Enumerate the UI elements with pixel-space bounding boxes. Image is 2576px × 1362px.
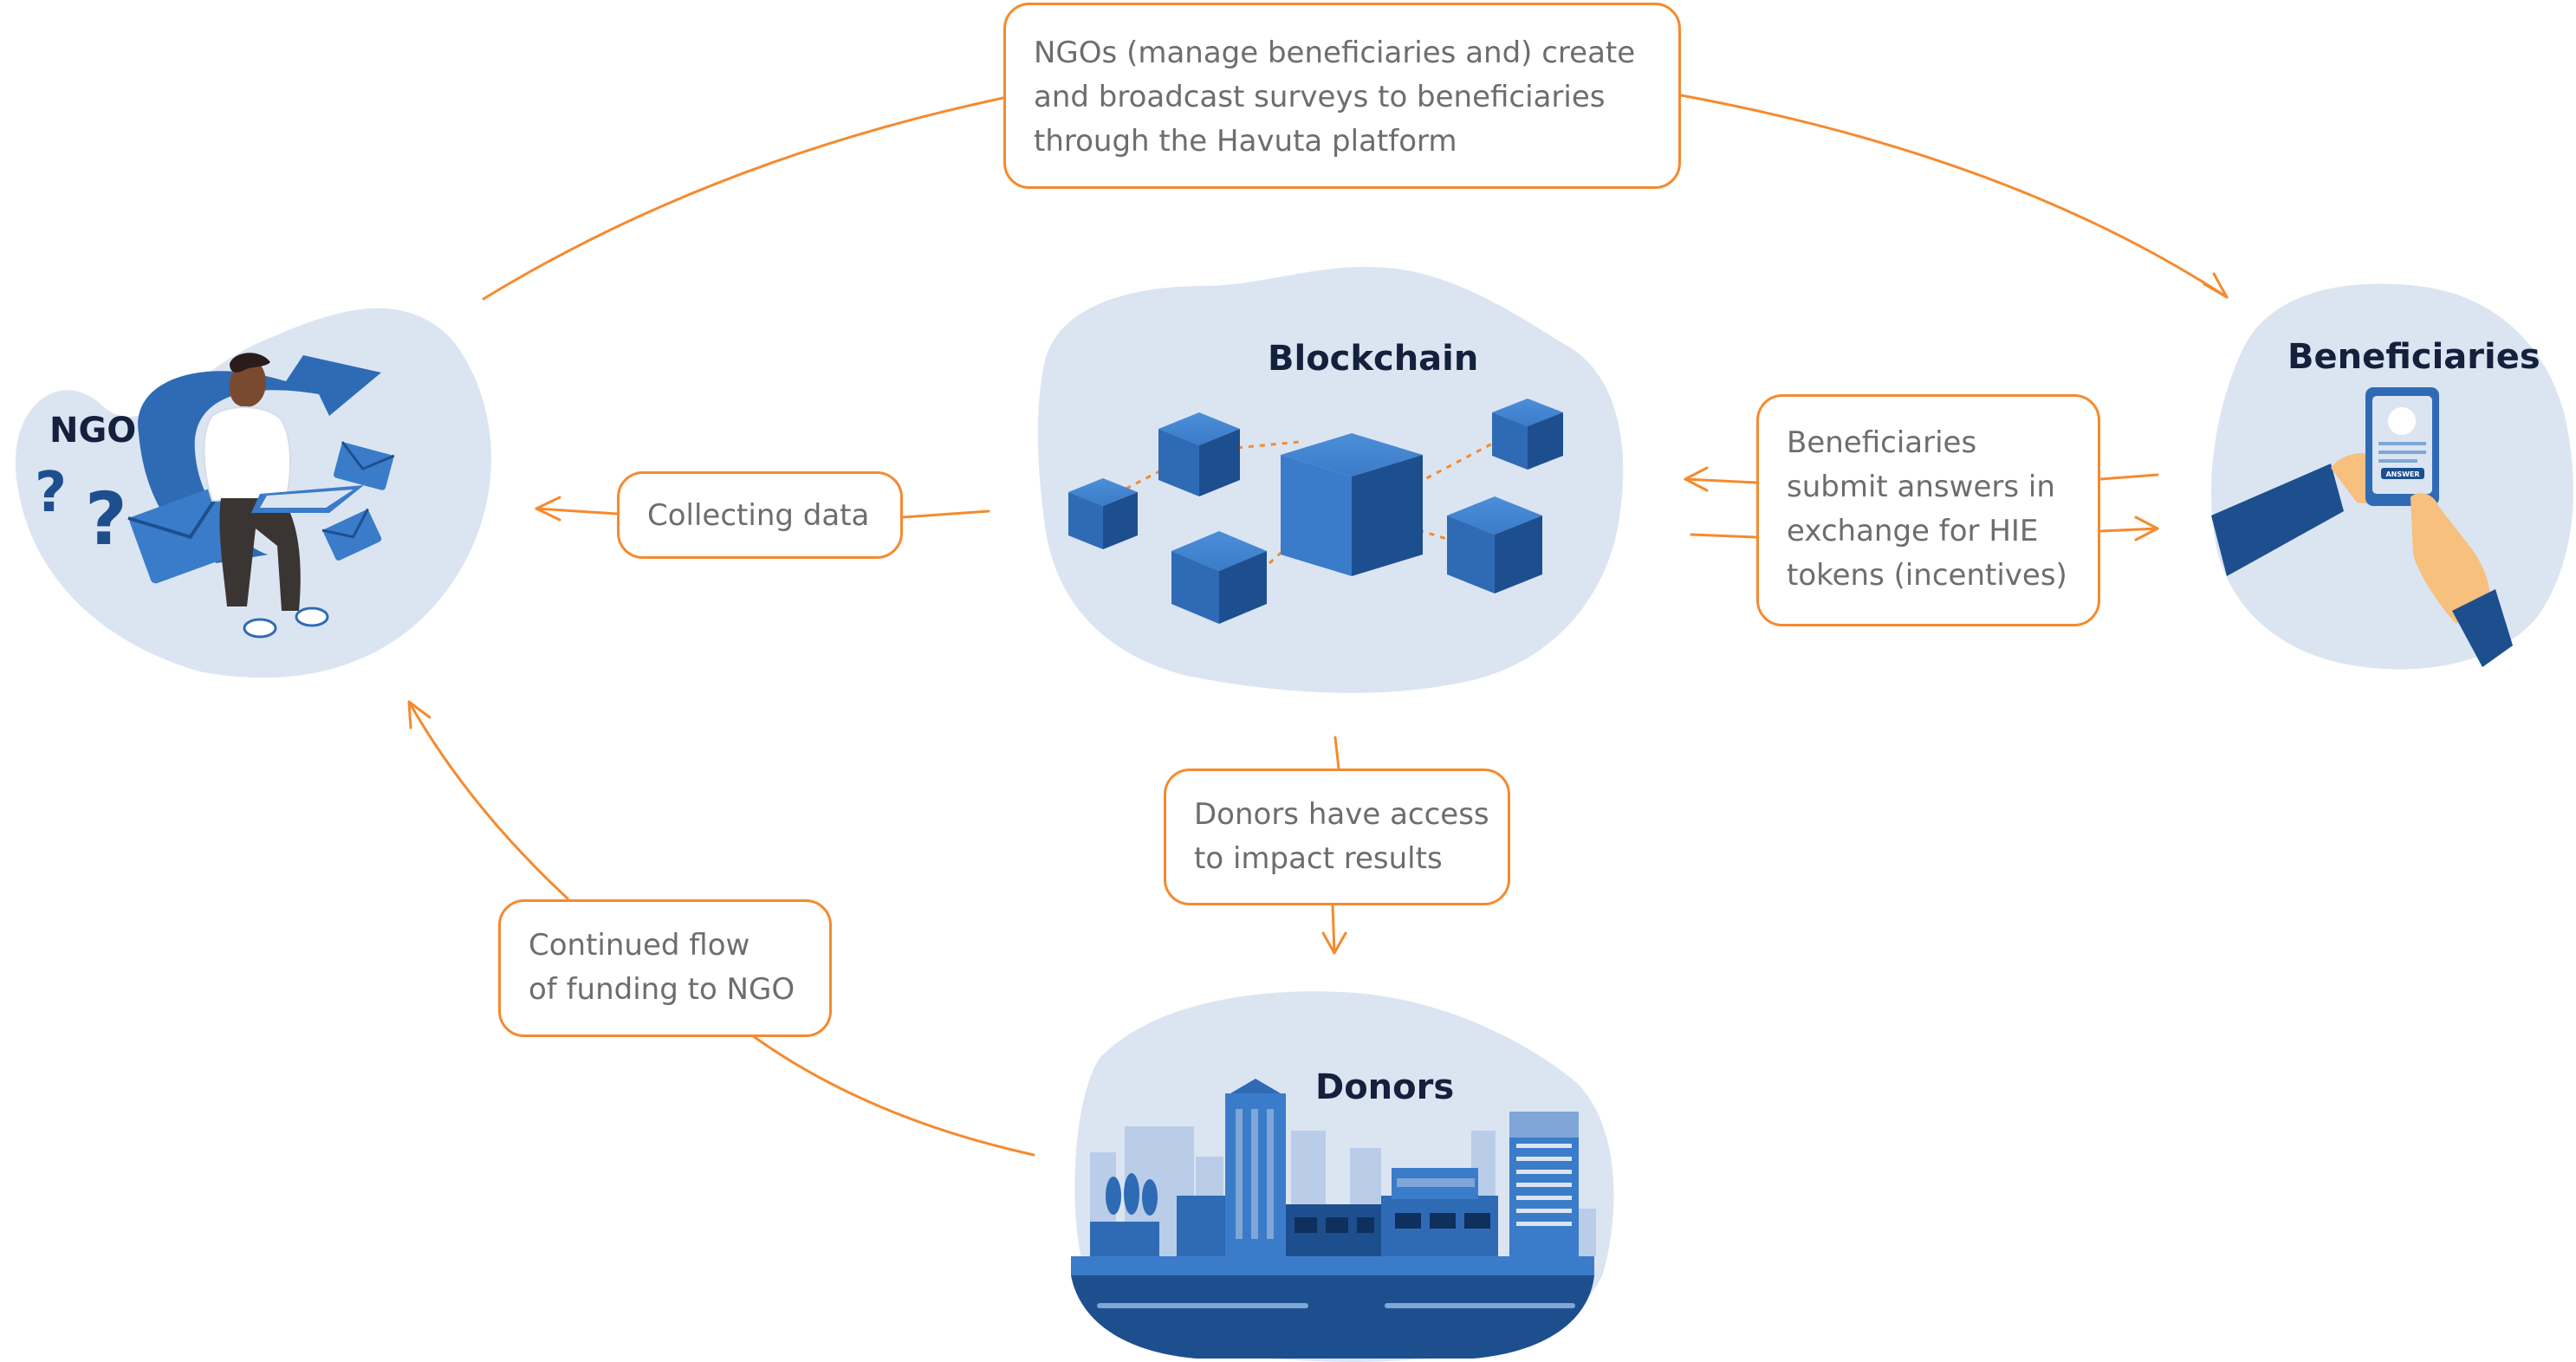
- callout-answers-line-1: Beneficiaries: [1787, 425, 1977, 460]
- blockchain-cubes-illustration: [1068, 399, 1563, 624]
- arrowhead-ngo-funding: [407, 700, 431, 730]
- connector-blockchain-lower: [1690, 533, 1758, 539]
- callout-surveys-line-2: and broadcast surveys to beneficiaries: [1034, 80, 1606, 114]
- callout-surveys-line-1: NGOs (manage beneficiaries and) create: [1034, 36, 1636, 70]
- arrowhead-blockchain: [1684, 466, 1709, 492]
- arrow-surveys-to-beneficiaries: [1679, 94, 2229, 299]
- callout-answers-line-3: exchange for HIE: [1787, 514, 2039, 548]
- answer-button-label: ANSWER: [2385, 470, 2419, 478]
- arrow-funding-to-ngo: [407, 700, 569, 900]
- arrowhead-beneficiaries-lower: [2134, 516, 2159, 542]
- arrowhead-beneficiaries: [2203, 272, 2229, 299]
- callout-funding: Continued flow of funding to NGO: [498, 899, 832, 1037]
- arrow-to-beneficiaries-lower: [2099, 527, 2159, 533]
- callout-surveys: NGOs (manage beneficiaries and) create a…: [1003, 3, 1681, 189]
- callout-collecting-data: Collecting data: [617, 471, 903, 559]
- donors-city-illustration: [1071, 1079, 1596, 1359]
- arrowhead-donors: [1321, 931, 1347, 955]
- callout-answers-line-4: tokens (incentives): [1787, 558, 2067, 593]
- connector-blockchain-to-collecting: [901, 509, 990, 519]
- arrowhead-ngo-collecting: [535, 496, 561, 522]
- callout-funding-line-1: Continued flow: [529, 928, 750, 963]
- beneficiaries-title: Beneficiaries: [2287, 337, 2540, 377]
- connector-beneficiaries-upper: [2099, 473, 2159, 481]
- arrow-collecting-to-ngo: [535, 507, 619, 516]
- callout-surveys-line-3: through the Havuta platform: [1034, 124, 1457, 159]
- blockchain-title: Blockchain: [1268, 339, 1478, 379]
- connector-donors-to-funding: [750, 1034, 1035, 1157]
- callout-collecting-line-1: Collecting data: [647, 498, 870, 533]
- callout-funding-line-2: of funding to NGO: [529, 972, 795, 1007]
- connector-blockchain-to-donors-callout: [1333, 736, 1340, 770]
- callout-beneficiaries-answers: Beneficiaries submit answers in exchange…: [1756, 394, 2100, 626]
- answer-button: [2381, 468, 2424, 479]
- callout-donors-line-2: to impact results: [1194, 841, 1443, 876]
- connector-ngo-to-surveys: [482, 96, 1005, 301]
- ngo-title: NGO: [49, 411, 136, 451]
- svg-text:?: ?: [35, 461, 67, 525]
- callout-donors-line-1: Donors have access: [1194, 797, 1489, 832]
- callout-answers-line-2: submit answers in: [1787, 470, 2055, 504]
- beneficiaries-illustration: ANSWER: [2211, 387, 2513, 667]
- arrow-donors-callout-to-donors: [1331, 904, 1336, 955]
- donors-title: Donors: [1315, 1067, 1454, 1107]
- arrow-beneficiaries-to-blockchain: [1684, 477, 1758, 484]
- callout-donors-access: Donors have access to impact results: [1164, 769, 1510, 905]
- ngo-illustration: ? ?: [35, 353, 395, 639]
- svg-text:?: ?: [85, 477, 127, 561]
